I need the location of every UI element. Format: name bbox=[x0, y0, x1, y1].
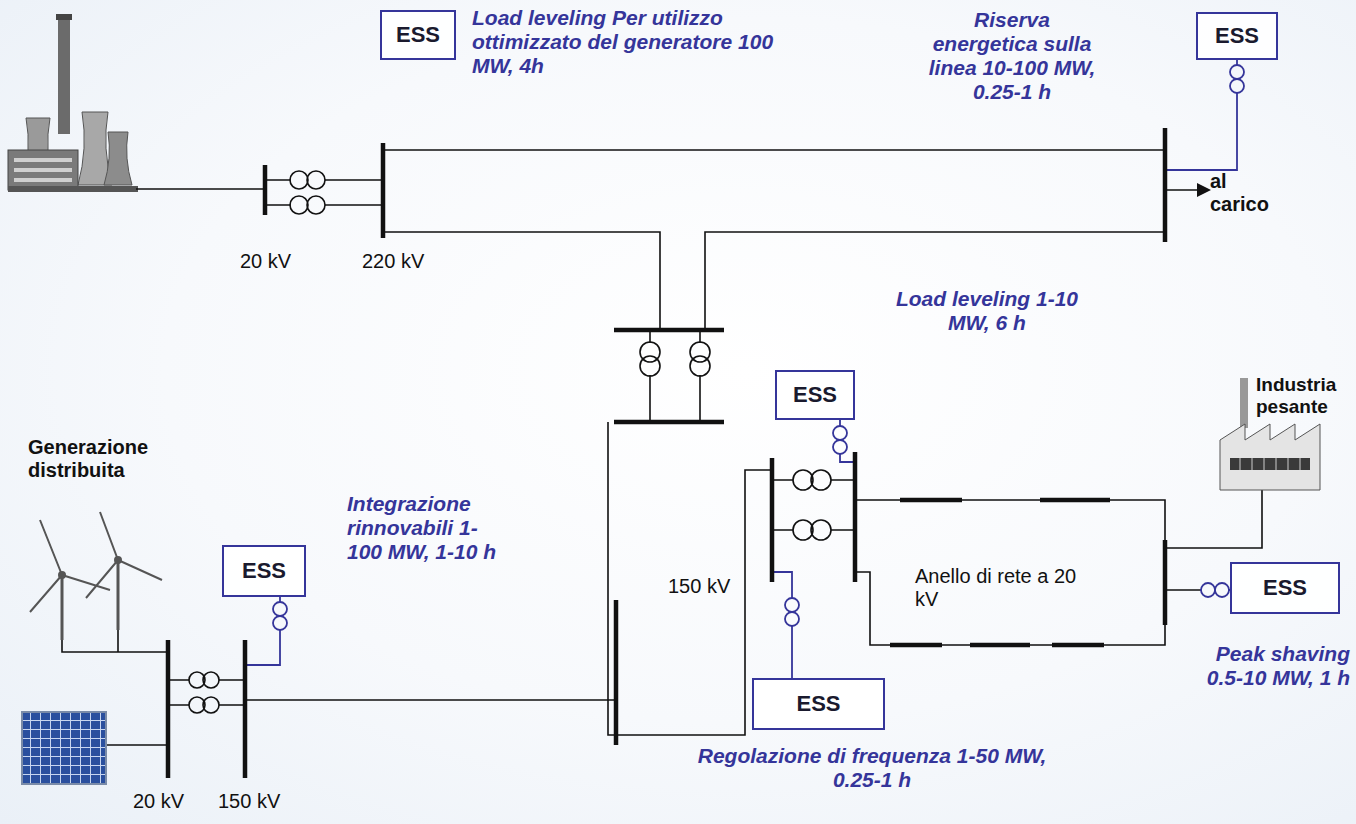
busbars bbox=[168, 128, 1165, 778]
load-arrow-label: al carico bbox=[1210, 170, 1282, 216]
ess-box: ESSIntegrazione rinnovabili 1-100 MW, 1-… bbox=[222, 545, 306, 597]
bus-voltage: 220 kV bbox=[362, 250, 452, 273]
ess-label: ESS bbox=[793, 382, 837, 408]
wind-turbines bbox=[30, 512, 162, 640]
bus-voltage: 20 kV bbox=[240, 250, 320, 273]
solar-panel bbox=[22, 712, 106, 784]
ess-box: ESSRiserva energetica sulla linea 10-100… bbox=[1196, 12, 1278, 60]
ess-label: ESS bbox=[396, 22, 440, 48]
ess-label: ESS bbox=[796, 691, 840, 717]
application-caption: Integrazione rinnovabili 1-100 MW, 1-10 … bbox=[347, 492, 499, 564]
ess-label: ESS bbox=[242, 558, 286, 584]
bus-voltage: 20 kV bbox=[133, 790, 203, 813]
application-caption: Load leveling 1-10 MW, 6 h bbox=[882, 287, 1092, 335]
bus-voltage: 150 kV bbox=[218, 790, 298, 813]
power-plant bbox=[8, 14, 138, 192]
factory-label: Industria pesante bbox=[1256, 374, 1350, 418]
generation-label: Generazione distribuita bbox=[28, 436, 228, 482]
application-caption: Riserva energetica sulla linea 10-100 MW… bbox=[927, 8, 1097, 105]
ess-box: ESSRegolazione di frequenza 1-50 MW, 0.2… bbox=[752, 678, 885, 730]
application-caption: Peak shaving 0.5-10 MW, 1 h bbox=[1174, 642, 1350, 690]
application-caption: Load leveling Per utilizzo ottimizzato d… bbox=[472, 6, 802, 78]
arrowhead bbox=[1197, 183, 1211, 197]
wires bbox=[62, 150, 1262, 745]
ess-label: ESS bbox=[1263, 575, 1307, 601]
application-caption: Regolazione di frequenza 1-50 MW, 0.25-1… bbox=[692, 744, 1052, 792]
ess-box: ESSPeak shaving 0.5-10 MW, 1 h bbox=[1230, 562, 1340, 614]
ess-box: ESSLoad leveling Per utilizzo ottimizzat… bbox=[380, 10, 456, 60]
ess-label: ESS bbox=[1215, 23, 1259, 49]
bus-voltage: 150 kV bbox=[668, 575, 736, 598]
transformers bbox=[189, 171, 831, 713]
ess-feeders bbox=[245, 60, 1244, 678]
ess-box: ESSLoad leveling 1-10 MW, 6 h bbox=[775, 370, 855, 420]
ring-label: Anello di rete a 20 kV bbox=[915, 565, 1085, 611]
